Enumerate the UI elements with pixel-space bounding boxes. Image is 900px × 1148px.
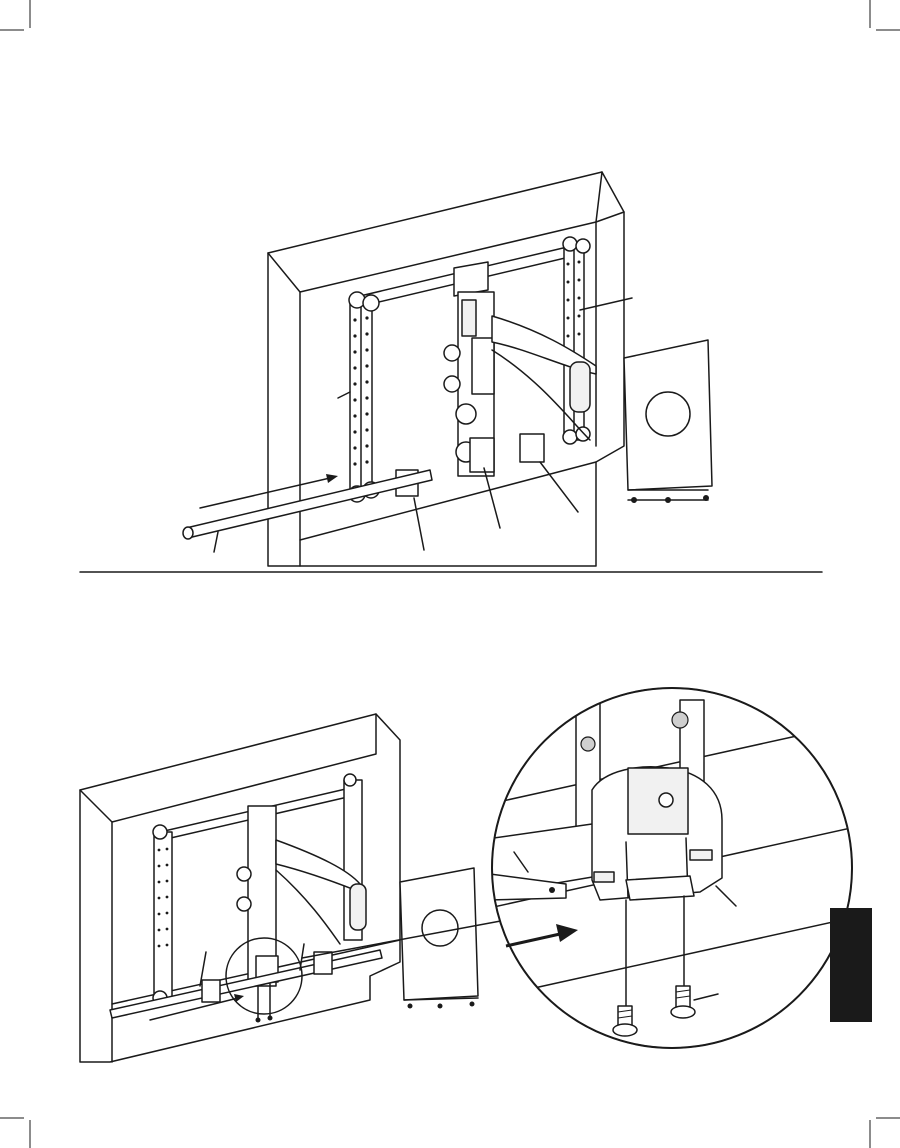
- center-pivot-block: [443, 261, 495, 477]
- left-upright-lower: [152, 824, 173, 1006]
- screw-left: [612, 1005, 638, 1037]
- screw-right: [670, 985, 696, 1019]
- top-figure: [182, 171, 713, 567]
- detail-source-circle: [225, 937, 303, 1015]
- bottom-figure: [79, 687, 853, 1063]
- lower-callouts: [199, 919, 507, 987]
- slide-arrow-lower: [149, 994, 244, 1021]
- device-plate-lower: [399, 867, 479, 1009]
- swing-arm: [491, 315, 597, 441]
- long-rail: [182, 469, 433, 540]
- swing-arm-lower: [275, 839, 367, 945]
- right-clamp-lower: [313, 951, 333, 975]
- side-tab: [830, 908, 872, 1022]
- loose-clamp: [519, 433, 545, 463]
- center-block-lower: [236, 805, 279, 987]
- detail-magnified-circle: [491, 687, 853, 1049]
- top-callouts: [213, 297, 633, 553]
- left-clamp-lower: [201, 979, 221, 1003]
- direction-arrow: [505, 924, 578, 948]
- device-plate: [623, 339, 713, 503]
- insertion-arrow: [199, 474, 338, 509]
- screws-small: [255, 983, 273, 1023]
